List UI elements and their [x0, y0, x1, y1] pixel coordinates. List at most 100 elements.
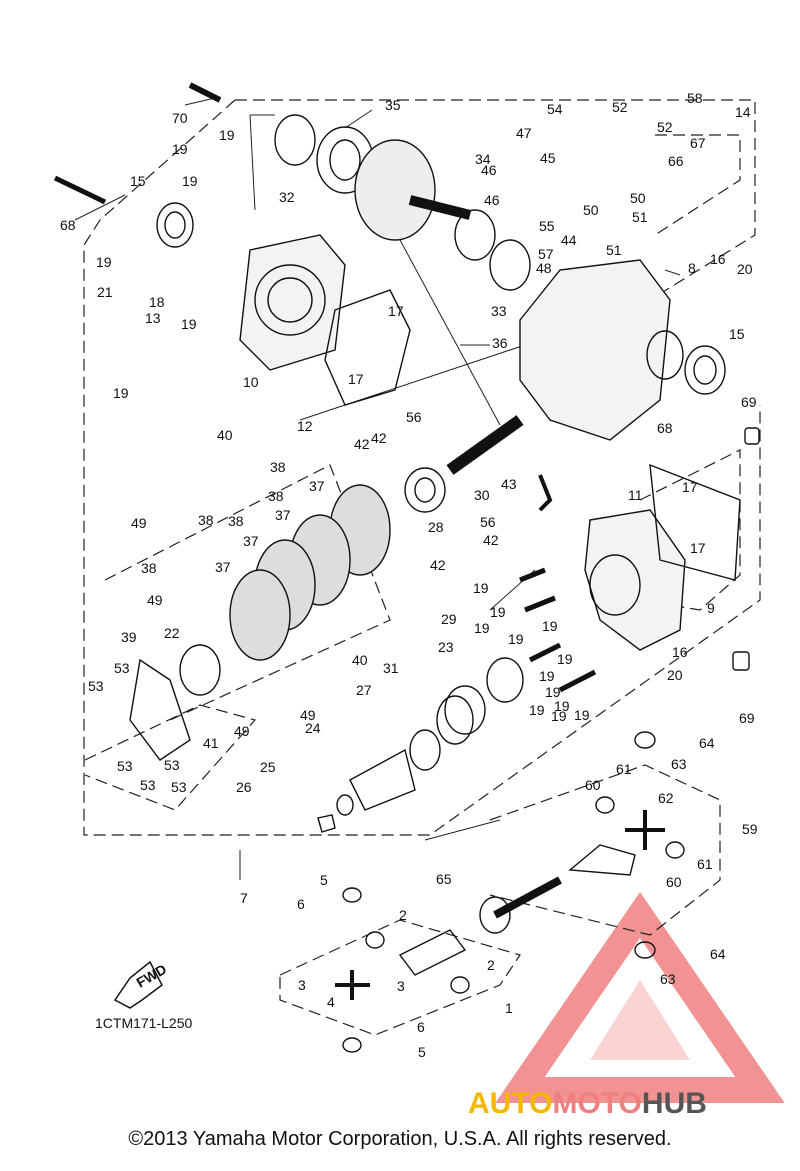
- part-label-62: 62: [658, 790, 674, 806]
- part-label-17: 17: [682, 479, 698, 495]
- part-label-26: 26: [236, 779, 252, 795]
- part-label-38: 38: [270, 459, 286, 475]
- part-label-7: 7: [240, 890, 248, 906]
- part-label-52: 52: [657, 119, 673, 135]
- part-label-60: 60: [585, 777, 601, 793]
- part-label-70: 70: [172, 110, 188, 126]
- part-label-61: 61: [697, 856, 713, 872]
- part-label-42: 42: [483, 532, 499, 548]
- part-label-57: 57: [538, 246, 554, 262]
- part-label-38: 38: [198, 512, 214, 528]
- part-label-67: 67: [690, 135, 706, 151]
- part-label-13: 13: [145, 310, 161, 326]
- part-label-49: 49: [234, 723, 250, 739]
- part-label-6: 6: [417, 1019, 425, 1035]
- part-label-21: 21: [97, 284, 113, 300]
- part-label-19: 19: [474, 620, 490, 636]
- copyright-notice: ©2013 Yamaha Motor Corporation, U.S.A. A…: [128, 1128, 672, 1150]
- part-label-17: 17: [690, 540, 706, 556]
- part-label-5: 5: [320, 872, 328, 888]
- part-label-31: 31: [383, 660, 399, 676]
- part-label-53: 53: [114, 660, 130, 676]
- part-label-19: 19: [219, 127, 235, 143]
- watermark-auto: AUTO: [468, 1087, 552, 1120]
- part-label-52: 52: [612, 99, 628, 115]
- part-label-50: 50: [630, 190, 646, 206]
- watermark-logo: [495, 892, 785, 1103]
- part-label-19: 19: [554, 698, 570, 714]
- part-label-15: 15: [729, 326, 745, 342]
- part-label-43: 43: [501, 476, 517, 492]
- part-label-38: 38: [228, 513, 244, 529]
- part-label-64: 64: [710, 946, 726, 962]
- part-label-35: 35: [385, 97, 401, 113]
- part-label-1: 1: [505, 1000, 513, 1016]
- part-label-49: 49: [300, 707, 316, 723]
- part-label-19: 19: [539, 668, 555, 684]
- part-label-39: 39: [121, 629, 137, 645]
- part-label-8: 8: [688, 260, 696, 276]
- part-label-56: 56: [406, 409, 422, 425]
- part-label-37: 37: [243, 533, 259, 549]
- part-label-19: 19: [182, 173, 198, 189]
- part-label-66: 66: [668, 153, 684, 169]
- part-label-65: 65: [436, 871, 452, 887]
- figure-code: 1CTM171-L250: [95, 1015, 192, 1031]
- part-label-38: 38: [268, 488, 284, 504]
- part-label-63: 63: [671, 756, 687, 772]
- part-label-36: 36: [492, 335, 508, 351]
- part-label-10: 10: [243, 374, 259, 390]
- part-label-47: 47: [516, 125, 532, 141]
- part-label-48: 48: [536, 260, 552, 276]
- part-label-42: 42: [430, 557, 446, 573]
- part-label-19: 19: [473, 580, 489, 596]
- part-label-64: 64: [699, 735, 715, 751]
- part-label-11: 11: [628, 487, 643, 503]
- part-label-30: 30: [474, 487, 490, 503]
- fwd-arrow-icon: FWD: [113, 961, 169, 1009]
- part-label-17: 17: [348, 371, 364, 387]
- part-label-58: 58: [687, 90, 703, 106]
- part-label-34: 34: [475, 151, 491, 167]
- part-label-19: 19: [545, 684, 561, 700]
- part-label-17: 17: [388, 303, 404, 319]
- part-label-61: 61: [616, 761, 632, 777]
- part-label-3: 3: [397, 978, 405, 994]
- part-label-18: 18: [149, 294, 165, 310]
- part-label-4: 4: [327, 994, 335, 1010]
- part-label-53: 53: [88, 678, 104, 694]
- part-label-40: 40: [352, 652, 368, 668]
- part-label-19: 19: [96, 254, 112, 270]
- part-label-54: 54: [547, 101, 563, 117]
- part-label-12: 12: [297, 418, 313, 434]
- part-label-16: 16: [710, 251, 726, 267]
- part-label-50: 50: [583, 202, 599, 218]
- part-label-20: 20: [737, 261, 753, 277]
- part-label-46: 46: [481, 162, 497, 178]
- part-label-28: 28: [428, 519, 444, 535]
- part-label-24: 24: [305, 720, 321, 736]
- part-label-49: 49: [131, 515, 147, 531]
- part-label-41: 41: [203, 735, 219, 751]
- part-label-29: 29: [441, 611, 457, 627]
- part-label-69: 69: [739, 710, 755, 726]
- part-label-19: 19: [508, 631, 524, 647]
- part-label-19: 19: [574, 707, 590, 723]
- part-label-22: 22: [164, 625, 180, 641]
- part-label-46: 46: [484, 192, 500, 208]
- part-label-16: 16: [672, 644, 688, 660]
- part-label-55: 55: [539, 218, 555, 234]
- part-label-9: 9: [707, 600, 715, 616]
- part-label-53: 53: [140, 777, 156, 793]
- components: [53, 82, 760, 1053]
- part-label-19: 19: [557, 651, 573, 667]
- part-label-25: 25: [260, 759, 276, 775]
- part-label-69: 69: [741, 394, 757, 410]
- part-label-53: 53: [164, 757, 180, 773]
- part-label-68: 68: [657, 420, 673, 436]
- part-label-42: 42: [354, 436, 370, 452]
- watermark-moto: MOTO: [552, 1087, 641, 1120]
- part-label-5: 5: [418, 1044, 426, 1060]
